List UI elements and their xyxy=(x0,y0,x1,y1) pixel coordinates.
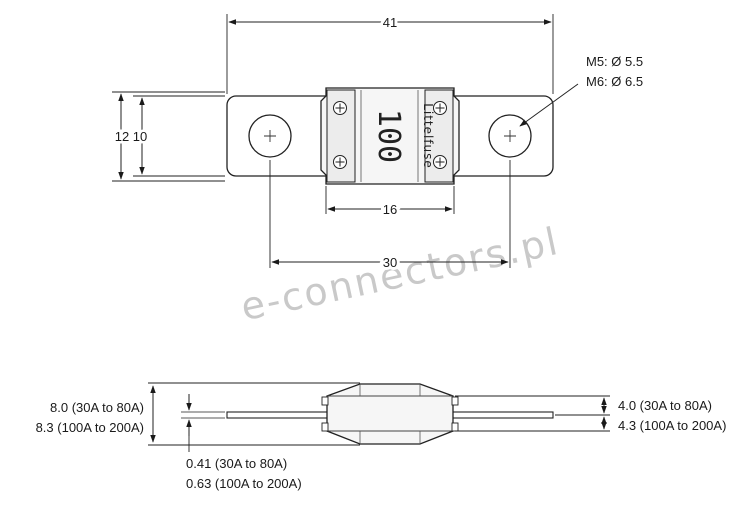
blade-height-label: 12 10 xyxy=(115,129,148,144)
dimension-side-height: 8.0 (30A to 80A) 8.3 (100A to 200A) xyxy=(36,382,360,446)
blade-thickness-label-b: 0.63 (100A to 200A) xyxy=(186,476,302,491)
fuse-rating-label: 100 xyxy=(371,109,406,163)
dimension-hole-spacing: 30 xyxy=(269,160,511,273)
watermark: e-connectors.pl xyxy=(237,219,563,329)
fuse-top-view: 100 Littelfuse 41 16 30 xyxy=(112,12,643,273)
fuse-brand-label: Littelfuse xyxy=(421,103,435,169)
fuse-housing: 100 Littelfuse xyxy=(320,87,460,185)
half-height-label-b: 4.3 (100A to 200A) xyxy=(618,418,726,433)
side-height-label-b: 8.3 (100A to 200A) xyxy=(36,420,144,435)
hole-size-callout: M5: Ø 5.5 M6: Ø 6.5 xyxy=(519,54,643,127)
screw-icon xyxy=(333,101,447,169)
blade-thickness-label-a: 0.41 (30A to 80A) xyxy=(186,456,287,471)
overall-length-label: 41 xyxy=(383,15,397,30)
body-width-label: 16 xyxy=(383,202,397,217)
fuse-side-view: 8.0 (30A to 80A) 8.3 (100A to 200A) 0.41… xyxy=(36,382,726,491)
hole-spacing-label: 30 xyxy=(383,255,397,270)
dimension-blade-thickness: 0.41 (30A to 80A) 0.63 (100A to 200A) xyxy=(181,394,302,491)
dimension-side-half-height: 4.0 (30A to 80A) 4.3 (100A to 200A) xyxy=(455,395,726,433)
side-housing xyxy=(326,383,454,445)
dimension-blade-height: 12 10 xyxy=(112,91,225,182)
half-height-label-a: 4.0 (30A to 80A) xyxy=(618,398,712,413)
side-height-label-a: 8.0 (30A to 80A) xyxy=(50,400,144,415)
dimension-body-width: 16 xyxy=(325,186,455,220)
dimension-overall-length: 41 xyxy=(226,12,554,94)
hole-m6-label: M6: Ø 6.5 xyxy=(586,74,643,89)
hole-m5-label: M5: Ø 5.5 xyxy=(586,54,643,69)
